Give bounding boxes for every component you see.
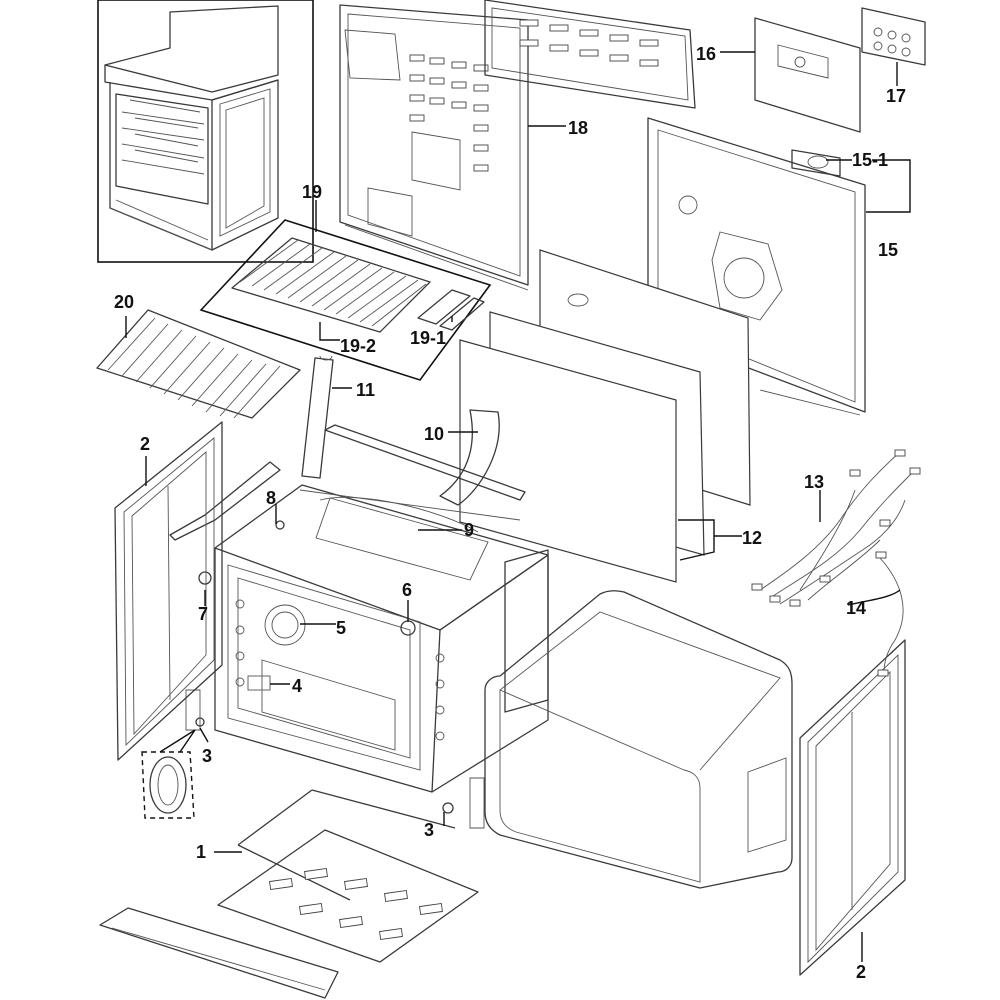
label-part-18: 18 [568, 118, 588, 138]
label-part-19-1: 19-1 [410, 328, 446, 348]
label-part-6: 6 [402, 580, 412, 600]
side-panel-2-left [114, 421, 223, 761]
label-part-4: 4 [292, 676, 302, 696]
label-part-19-2: 19-2 [340, 336, 376, 356]
rack-box-19 [199, 219, 492, 381]
wire-harness-14 [875, 551, 904, 677]
oven-rack-20 [96, 309, 301, 419]
label-part-1: 1 [196, 842, 206, 862]
label-part-8: 8 [266, 488, 276, 508]
label-part-15-1: 15-1 [852, 150, 888, 170]
roller-detail-3 [141, 729, 196, 819]
side-panel-2-right [799, 639, 906, 976]
label-part-7: 7 [198, 604, 208, 624]
label-part-3-left: 3 [202, 746, 212, 766]
label-part-19: 19 [302, 182, 322, 202]
label-part-12: 12 [742, 528, 762, 548]
label-part-17: 17 [886, 86, 906, 106]
door-glass-panels-12 [459, 249, 751, 583]
terminal-block-17 [861, 7, 926, 66]
label-part-14: 14 [846, 598, 866, 618]
insulation-wrap [484, 590, 793, 889]
label-part-10: 10 [424, 424, 444, 444]
control-bracket-16 [754, 17, 861, 133]
label-part-20: 20 [114, 292, 134, 312]
label-part-15: 15 [878, 240, 898, 260]
label-part-2-right: 2 [856, 962, 866, 982]
label-part-13: 13 [804, 472, 824, 492]
rear-frame-15 [647, 117, 866, 416]
part-labels: 1 2 2 3 3 4 5 6 7 8 9 10 11 12 13 14 15 … [114, 44, 906, 982]
label-part-9: 9 [464, 520, 474, 540]
kick-panel [99, 907, 339, 999]
label-part-11: 11 [356, 380, 375, 400]
rear-panel-18 [339, 0, 696, 291]
wire-harness-13 [751, 449, 921, 607]
assembled-range-inset [97, 0, 314, 263]
label-part-3-bottom: 3 [424, 820, 434, 840]
label-part-5: 5 [336, 618, 346, 638]
air-duct-10 [439, 409, 500, 506]
oven-cavity [169, 424, 549, 829]
label-part-16: 16 [696, 44, 716, 64]
label-part-2-left: 2 [140, 434, 150, 454]
bake-element-1 [217, 789, 479, 963]
leader-lines [125, 51, 911, 962]
vent-bracket-11 [301, 355, 334, 479]
